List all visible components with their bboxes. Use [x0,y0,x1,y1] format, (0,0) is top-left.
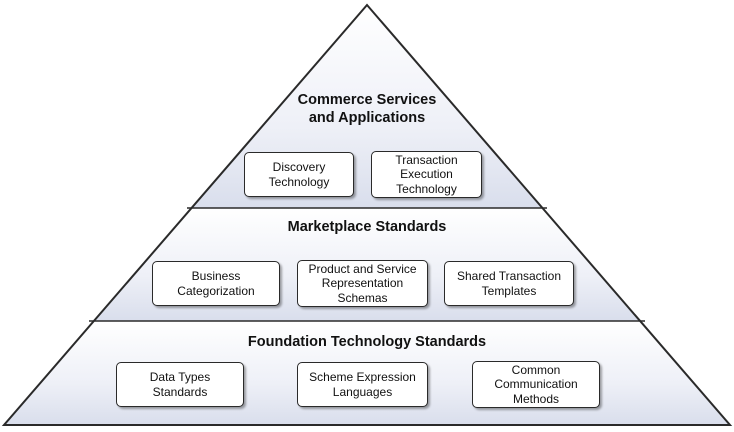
tier-bottom-title: Foundation Technology Standards [247,334,487,350]
business-categorization-box: Business Categorization [152,261,280,306]
transaction-execution-technology-box: Transaction Execution Technology [371,151,482,198]
product-service-representation-box: Product and Service Representation Schem… [297,260,428,307]
discovery-technology-box: Discovery Technology [244,152,354,197]
data-types-standards-box: Data Types Standards [116,362,244,407]
common-communication-methods-box: Common Communication Methods [472,361,600,408]
tier-top-title: Commerce Services and Applications [297,92,437,126]
pyramid-outline [1,3,733,426]
tier-middle-title: Marketplace Standards [287,219,447,235]
shared-transaction-templates-box: Shared Transaction Templates [444,261,574,306]
scheme-expression-languages-box: Scheme Expression Languages [297,362,428,407]
